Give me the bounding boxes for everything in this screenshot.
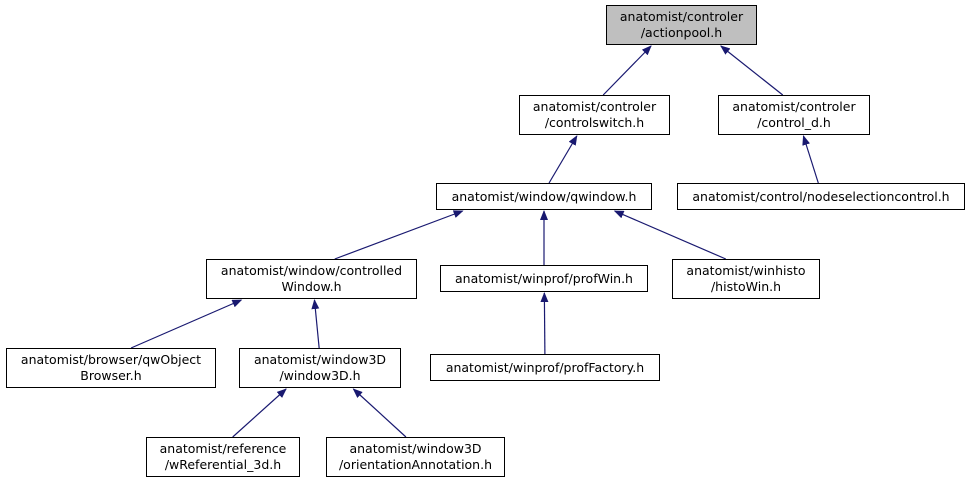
node-line-1: anatomist/reference xyxy=(159,441,287,456)
node-wreferential-3d-h[interactable]: anatomist/reference /wReferential_3d.h xyxy=(146,437,300,477)
node-line-1: anatomist/controler xyxy=(532,99,657,114)
node-line-2: /actionpool.h xyxy=(640,25,723,40)
node-line-1: anatomist/browser/qwObject xyxy=(20,352,202,367)
node-actionpool-h: anatomist/controler /actionpool.h xyxy=(606,5,757,45)
edge-nodeselectioncontrol-to-control_d xyxy=(802,135,819,184)
node-control-d-h[interactable]: anatomist/controler /control_d.h xyxy=(718,95,870,135)
node-line-1: anatomist/window/controlled xyxy=(220,263,403,278)
node-proffactory-h[interactable]: anatomist/winprof/profFactory.h xyxy=(430,354,660,381)
node-line-2: /control_d.h xyxy=(757,115,831,130)
edge-orientationAnnotation-to-window3D xyxy=(352,388,407,438)
node-line-1: anatomist/controler xyxy=(619,9,744,24)
edge-wReferential_3d-to-window3D xyxy=(232,388,287,438)
node-qwindow-h[interactable]: anatomist/window/qwindow.h xyxy=(436,183,652,210)
edge-histoWin-to-qwindow xyxy=(613,210,727,260)
node-nodeselectioncontrol-h[interactable]: anatomist/control/nodeselectioncontrol.h xyxy=(677,183,965,210)
node-line-1: anatomist/winprof/profWin.h xyxy=(455,270,633,286)
edge-controlledWindow-to-qwindow xyxy=(334,210,464,260)
edge-controlswitch-to-actionpool xyxy=(602,45,652,96)
edge-window3D-to-controlledWindow xyxy=(311,299,320,349)
node-line-1: anatomist/control/nodeselectioncontrol.h xyxy=(692,188,950,204)
node-line-1: anatomist/winprof/profFactory.h xyxy=(445,359,645,375)
node-controlswitch-h[interactable]: anatomist/controler /controlswitch.h xyxy=(519,95,670,135)
node-line-2: /wReferential_3d.h xyxy=(164,457,282,472)
node-histowin-h[interactable]: anatomist/winhisto /histoWin.h xyxy=(672,259,820,299)
node-line-2: /window3D.h xyxy=(279,368,361,383)
node-line-2: Browser.h xyxy=(80,368,142,383)
node-line-1: anatomist/window3D xyxy=(349,441,482,456)
node-line-1: anatomist/window/qwindow.h xyxy=(451,188,637,204)
node-qwobjectbrowser-h[interactable]: anatomist/browser/qwObject Browser.h xyxy=(6,348,216,388)
node-line-1: anatomist/winhisto xyxy=(686,263,806,278)
node-line-2: /histoWin.h xyxy=(710,279,782,294)
node-orientationannotation-h[interactable]: anatomist/window3D /orientationAnnotatio… xyxy=(326,437,505,477)
node-line-2: /orientationAnnotation.h xyxy=(338,457,493,472)
edge-profFactory-to-profWin xyxy=(540,292,549,355)
edge-control_d-to-actionpool xyxy=(720,45,784,96)
node-controlledwindow-h[interactable]: anatomist/window/controlled Window.h xyxy=(206,259,417,299)
node-line-2: /controlswitch.h xyxy=(544,115,645,130)
node-line-1: anatomist/controler xyxy=(732,99,856,114)
node-profwin-h[interactable]: anatomist/winprof/profWin.h xyxy=(440,265,648,292)
node-line-1: anatomist/window3D xyxy=(253,352,387,367)
edge-qwindow-to-controlswitch xyxy=(548,135,578,184)
edge-qwObjectBrowser-to-controlledWindow xyxy=(130,299,243,349)
node-line-2: Window.h xyxy=(281,279,342,294)
node-window3d-h[interactable]: anatomist/window3D /window3D.h xyxy=(239,348,401,388)
